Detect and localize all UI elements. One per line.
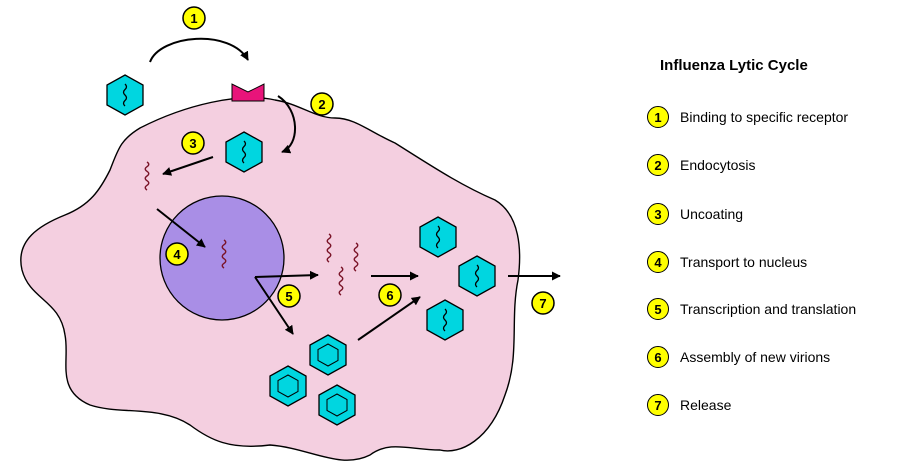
legend-item-release: 7 Release — [647, 392, 731, 418]
arrow-uncoating — [162, 156, 214, 176]
legend-label: Assembly of new virions — [680, 349, 831, 365]
step-number-badge: 6 — [647, 346, 669, 368]
legend-item-assembly: 6 Assembly of new virions — [647, 344, 830, 370]
diagram-badge-1: 1 — [182, 6, 206, 30]
legend-label: Transport to nucleus — [680, 254, 808, 270]
legend-label: Release — [680, 397, 732, 413]
step-number-badge: 4 — [647, 251, 669, 273]
arrow-binding — [149, 37, 249, 63]
step-number-badge: 1 — [647, 106, 669, 128]
step-number-badge: 7 — [647, 394, 669, 416]
step-number-badge: 5 — [647, 298, 669, 320]
legend-label: Endocytosis — [680, 157, 756, 173]
svg-text:6: 6 — [386, 288, 393, 303]
step-number-badge: 3 — [647, 203, 669, 225]
free-virion — [106, 74, 144, 116]
diagram-badge-5: 5 — [277, 284, 301, 308]
legend-item-uncoating: 3 Uncoating — [647, 201, 743, 227]
arrow-transport — [156, 208, 206, 248]
diagram-badge-4: 4 — [165, 242, 189, 266]
diagram-badge-6: 6 — [378, 283, 402, 307]
arrow-protein-to-assembly — [357, 296, 421, 341]
legend-item-transcription: 5 Transcription and translation — [647, 296, 856, 322]
nucleus — [159, 195, 285, 321]
lytic-cycle-diagram: 1 2 3 4 5 6 7 — [20, 6, 561, 461]
arrow-endocytosis — [277, 95, 296, 154]
receptor — [231, 83, 265, 102]
legend-label: Transcription and translation — [680, 301, 857, 317]
legend-item-endocytosis: 2 Endocytosis — [647, 152, 755, 178]
svg-text:5: 5 — [285, 289, 292, 304]
legend-item-transport: 4 Transport to nucleus — [647, 249, 807, 275]
svg-text:7: 7 — [539, 296, 546, 311]
diagram-badge-2: 2 — [310, 92, 334, 116]
svg-text:4: 4 — [173, 247, 181, 262]
svg-text:3: 3 — [189, 136, 196, 151]
legend-label: Uncoating — [680, 206, 744, 222]
diagram-badge-7: 7 — [531, 291, 555, 315]
step-number-badge: 2 — [647, 154, 669, 176]
arrow-translation — [254, 276, 294, 335]
diagram-badge-3: 3 — [181, 131, 205, 155]
arrow-transcription — [254, 270, 319, 280]
legend-label: Binding to specific receptor — [680, 109, 849, 125]
legend-item-binding: 1 Binding to specific receptor — [647, 104, 848, 130]
legend-title: Influenza Lytic Cycle — [660, 57, 808, 74]
svg-text:1: 1 — [190, 11, 197, 26]
svg-text:2: 2 — [318, 97, 325, 112]
